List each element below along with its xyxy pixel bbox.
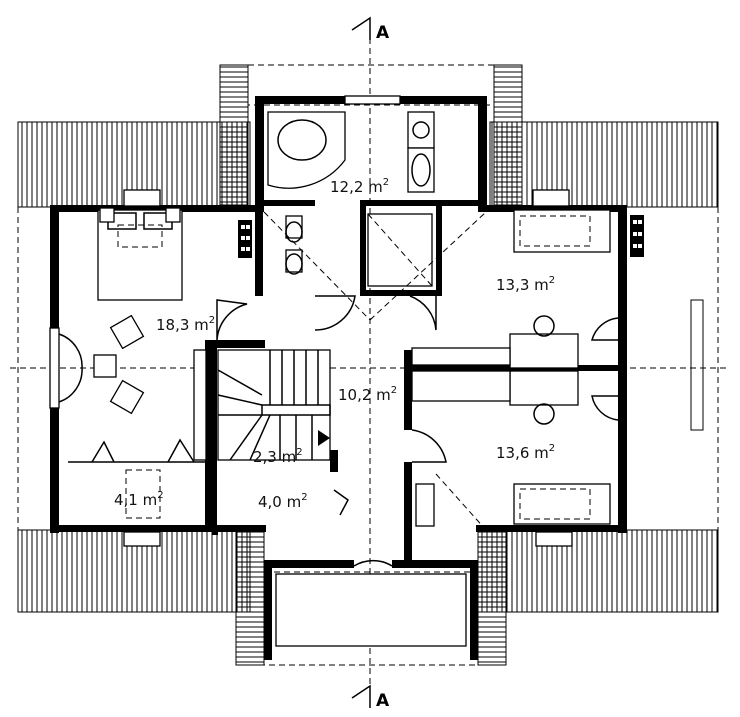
wardrobe-door-right: [167, 438, 195, 463]
stair-direction-arrow: [318, 430, 330, 446]
dormer-cheek-ne: [493, 64, 523, 206]
roof-slope-ne: [489, 121, 719, 208]
doors: [58, 295, 619, 567]
coffee-table: [93, 354, 117, 378]
toilet: [285, 215, 303, 239]
room-area-bedroom-w: 18,3 m2: [156, 315, 215, 334]
door-bedroom-w: [216, 299, 248, 341]
bed-se: [513, 483, 611, 525]
door-se: [411, 429, 447, 463]
windows: [49, 95, 704, 547]
wardrobe-door-left: [91, 440, 115, 463]
west-window-sash: [58, 333, 83, 403]
dormer-cheek-se: [477, 529, 507, 666]
armchair-2: [109, 379, 145, 415]
room-area-landing: 4,0 m2: [258, 492, 308, 511]
bedroom-w-furniture: [93, 207, 183, 519]
bathroom-fixtures: [263, 111, 487, 321]
roof-slope-se: [481, 529, 719, 613]
door-bath: [314, 295, 356, 331]
door-closet-ne: [591, 317, 619, 341]
dormer-cheek-sw: [235, 529, 265, 666]
washing-machine: [407, 111, 435, 149]
room-area-labels: 12,2 m2 13,3 m2 18,3 m2 10,2 m2 13,6 m2 2,3 m…: [114, 177, 555, 511]
desk-se: [509, 370, 579, 406]
east-bedrooms-furniture: [411, 209, 611, 531]
staircase: [193, 349, 331, 461]
bed-ne: [513, 209, 611, 253]
dormer-cheek-nw: [219, 64, 249, 206]
room-area-hall: 10,2 m2: [338, 385, 397, 404]
window-ne: [532, 189, 570, 207]
window-east: [690, 299, 704, 431]
window-sw: [123, 531, 161, 547]
wardrobe-box: [125, 469, 161, 519]
double-bed: [97, 209, 183, 301]
corner-bathtub: [267, 111, 346, 189]
door-closet-se: [591, 395, 619, 421]
window-se: [535, 531, 573, 547]
armchair-1: [109, 314, 145, 350]
door-ne: [409, 295, 437, 331]
desk-ne: [509, 333, 579, 369]
door-balcony: [353, 559, 393, 567]
door-landing: [333, 489, 349, 516]
room-area-bedroom-se: 13,6 m2: [496, 443, 555, 462]
room-area-bathroom: 12,2 m2: [330, 177, 389, 196]
room-area-bedroom-ne: 13,3 m2: [496, 275, 555, 294]
balcony: [275, 573, 467, 647]
chimneys: [238, 215, 644, 258]
nightstand-right: [165, 207, 181, 223]
section-mark-top: A: [351, 16, 390, 43]
window-bath: [344, 95, 401, 105]
window-west: [49, 327, 60, 409]
nightstand-left: [99, 207, 115, 223]
section-mark-bottom: A: [351, 684, 390, 711]
room-area-wardrobe: 4,1 m2: [114, 490, 164, 509]
dresser-se: [415, 483, 435, 527]
room-area-stair: 2,3 m2: [253, 447, 303, 466]
section-mark-top-label: A: [376, 23, 390, 43]
shelf-long: [411, 347, 511, 366]
section-mark-bottom-label: A: [376, 691, 390, 711]
window-nw: [123, 189, 161, 207]
